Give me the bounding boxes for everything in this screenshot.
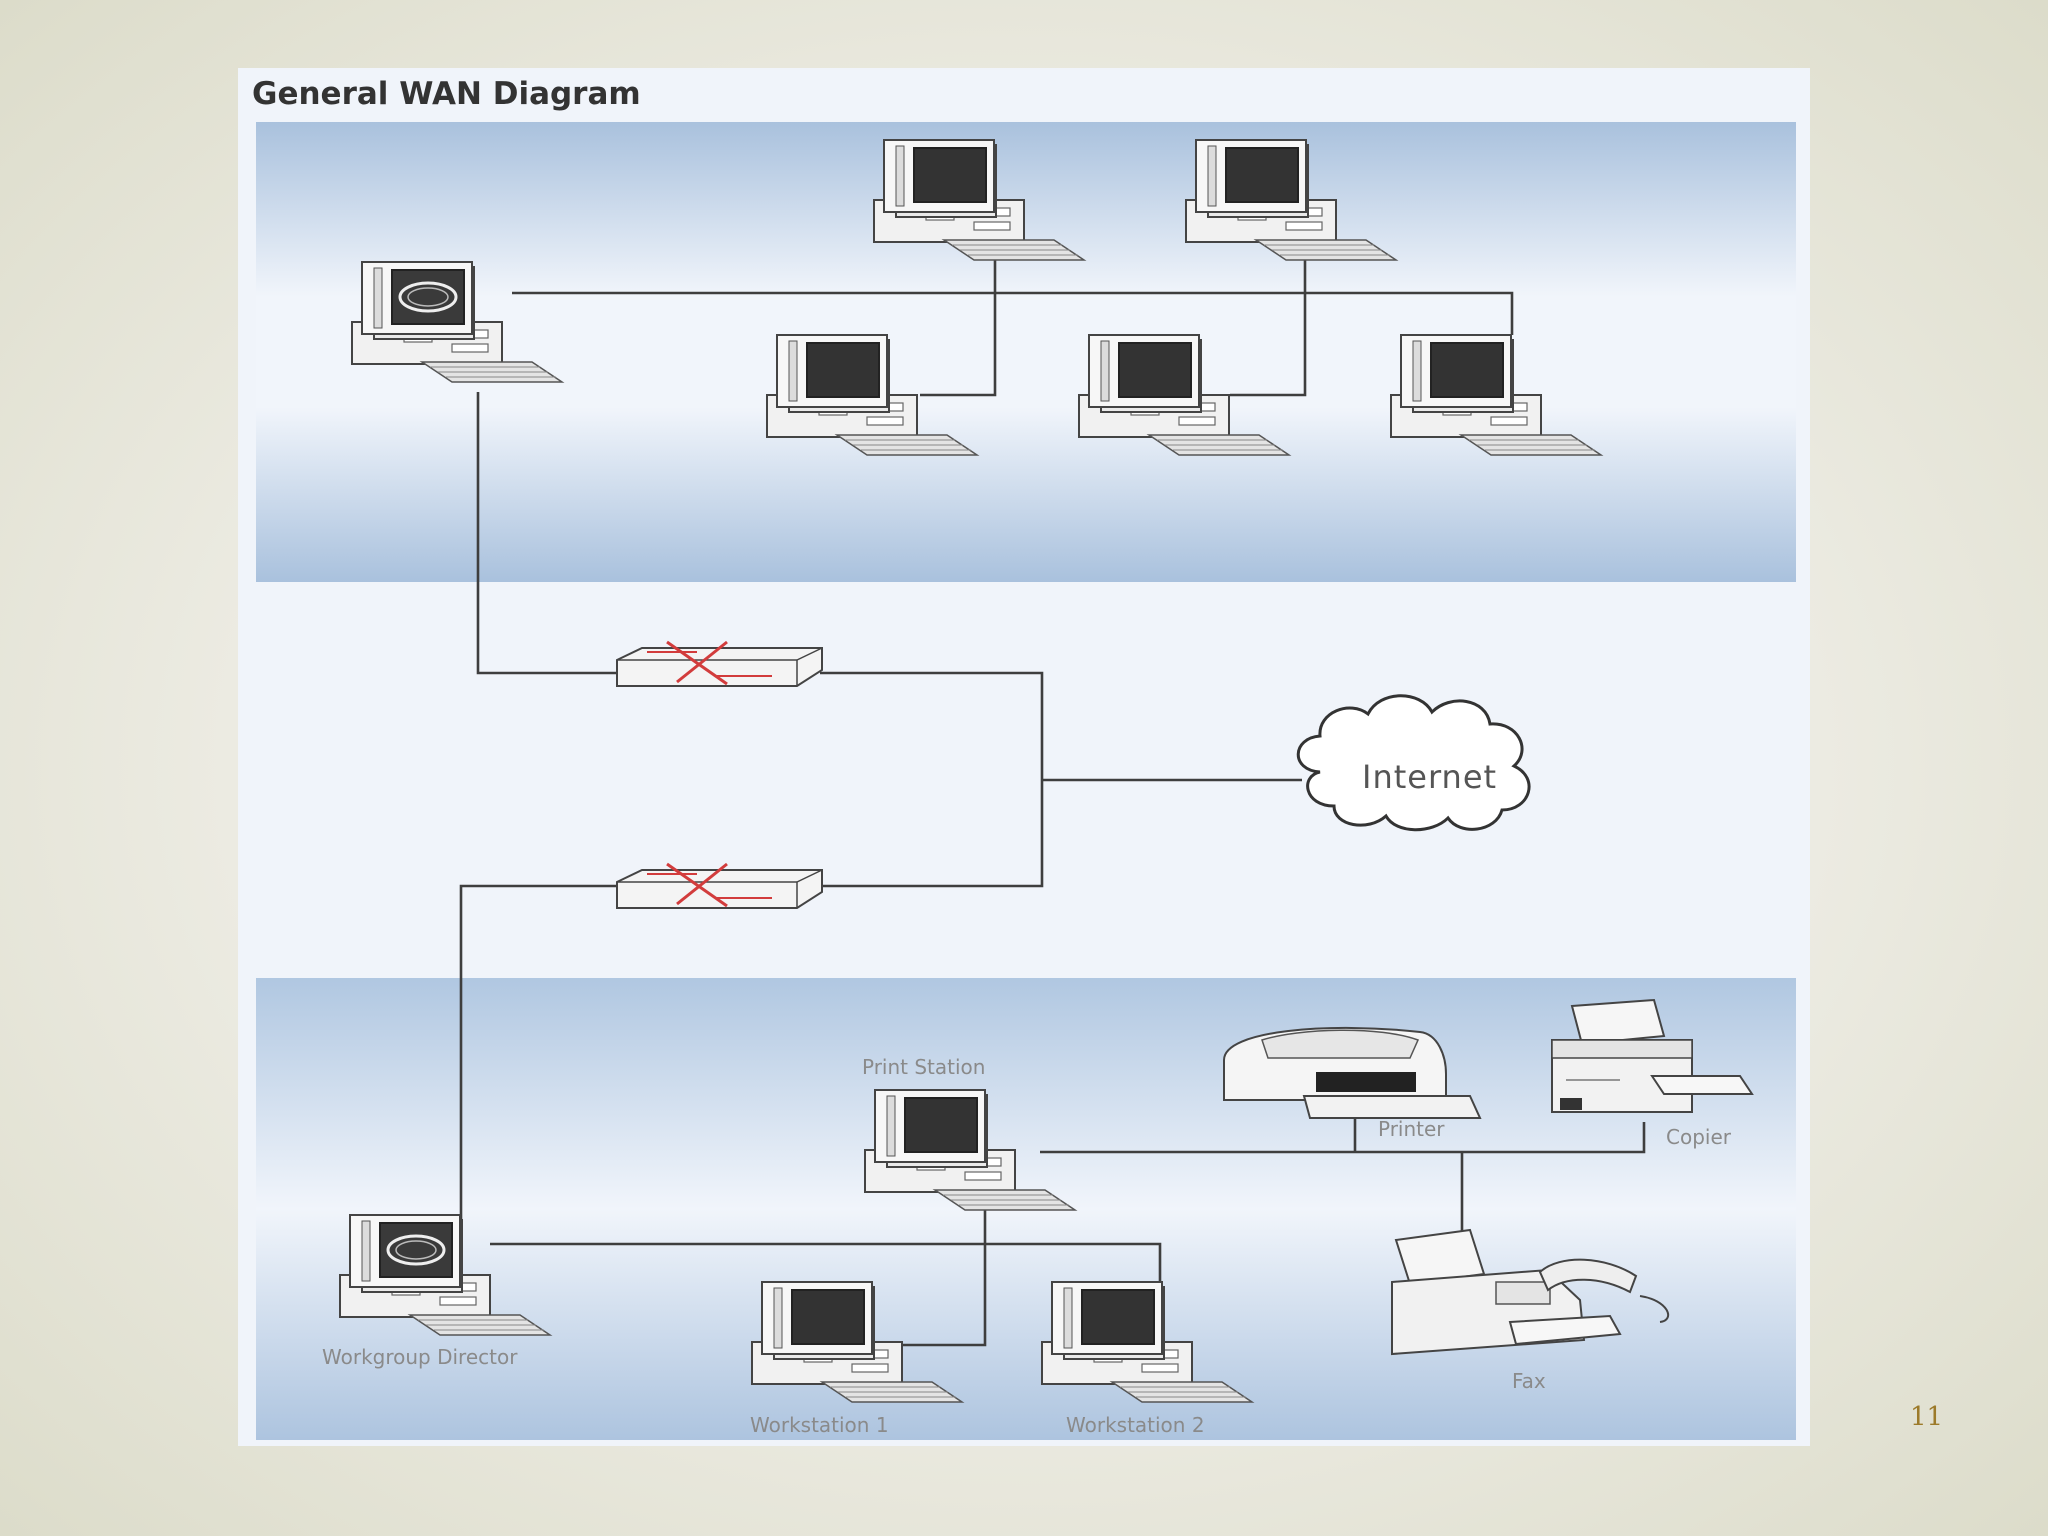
copier-label: Copier [1666,1125,1732,1149]
copier-icon: Copier [1551,998,1754,1149]
print-station-label: Print Station [862,1055,985,1079]
server-router-link [476,392,620,675]
router-icon [615,862,824,910]
upper-link-a [920,260,997,397]
print-station-workstation-link [900,1195,987,1347]
diagram-title: General WAN Diagram [252,76,641,112]
fax-label: Fax [1512,1369,1546,1393]
router-icon [615,640,824,688]
internet-label: Internet [1362,758,1497,796]
upper-backbone-link [512,291,1514,335]
upper-lan-panel [256,122,1796,582]
workstation-1-label: Workstation 1 [750,1413,889,1437]
fax-icon: Fax [1391,1228,1670,1393]
printer-label: Printer [1378,1117,1445,1141]
workgroup-director-label: Workgroup Director [322,1345,518,1369]
internet-cloud-icon: Internet [1296,694,1531,832]
lower-backbone-link [490,1242,1162,1282]
print-station-peripherals-link [1040,1122,1646,1154]
upper-link-b [1230,260,1307,397]
printer-icon: Printer [1223,1026,1482,1141]
network-links [459,260,1646,1347]
router-director-link [459,884,620,1220]
workstation-2-label: Workstation 2 [1066,1413,1205,1437]
page-number: 11 [1910,1402,1944,1432]
